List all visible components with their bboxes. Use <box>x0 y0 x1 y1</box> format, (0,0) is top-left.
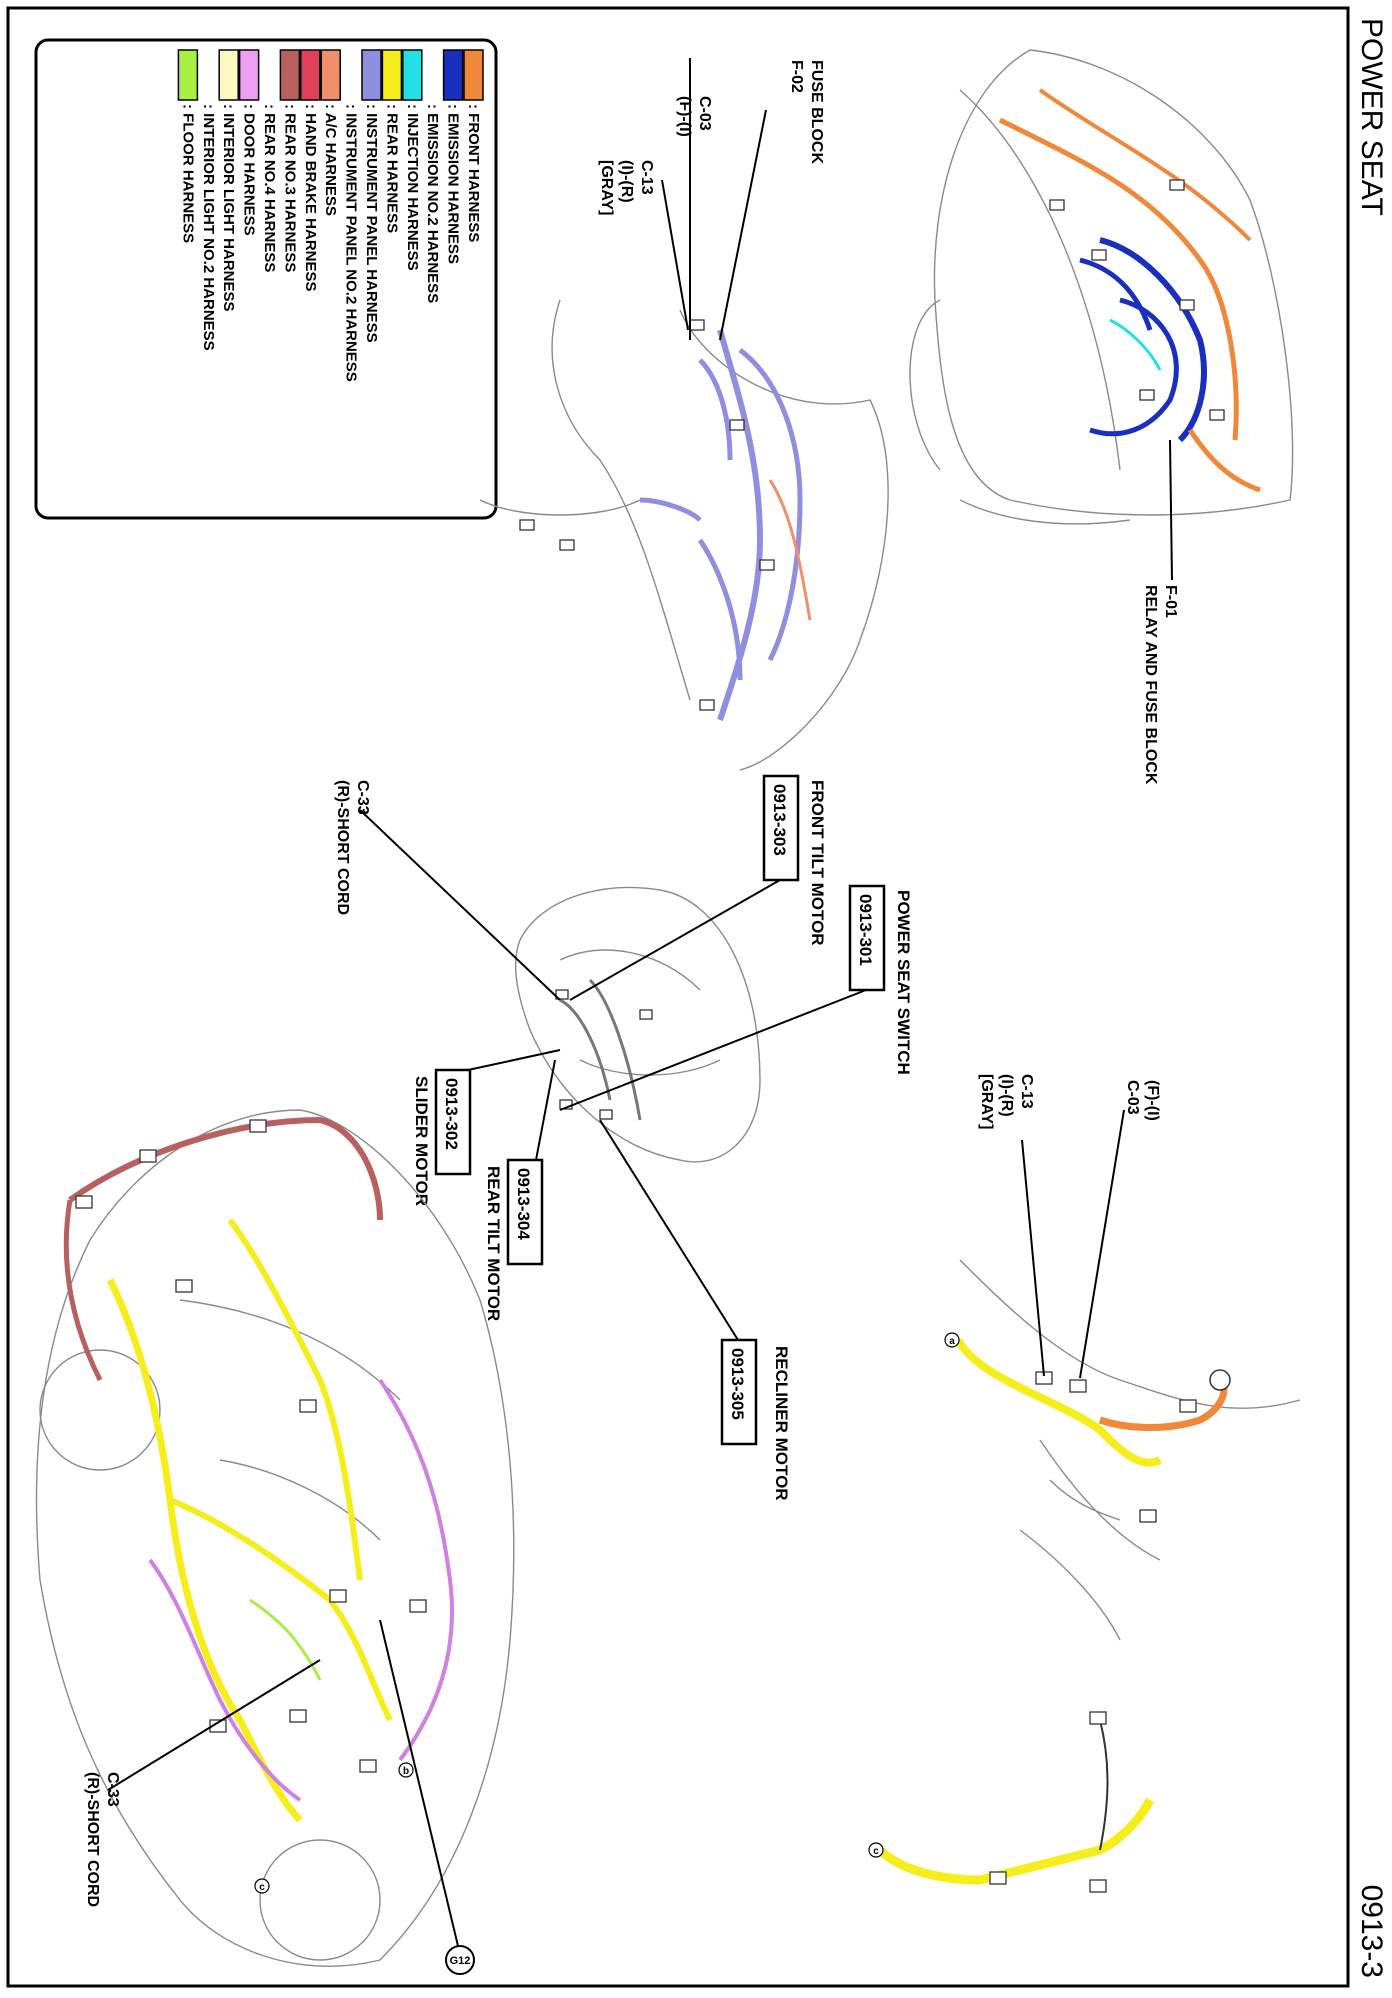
legend-label: : REAR HARNESS <box>383 104 400 233</box>
legend-label: : INTERIOR LIGHT NO.2 HARNESS <box>200 104 217 351</box>
code-power-seat-switch: 0913-301 <box>856 894 875 966</box>
code-box-front-tilt <box>762 774 800 882</box>
label-c13-color: [GRAY] <box>598 160 615 215</box>
label-short-cord-seat: (R)-SHORT CORD <box>334 780 351 915</box>
label-c33-vehicle: C-33 <box>104 1772 121 1807</box>
engine-compartment-view <box>909 49 1294 525</box>
instrument-panel-view <box>479 299 889 771</box>
label-front-tilt-motor: FRONT TILT MOTOR <box>808 780 827 946</box>
legend-swatch <box>177 49 199 101</box>
label-c03-sub: (F)-(I) <box>676 96 693 137</box>
label-c13: C-13 <box>638 160 655 195</box>
label-power-seat-switch: POWER SEAT SWITCH <box>894 890 913 1075</box>
marker-c-lower: c <box>873 1846 879 1857</box>
code-box-rear-tilt-motor <box>506 1158 544 1266</box>
harness-legend: : FRONT HARNESS: EMISSION HARNESS: EMISS… <box>34 38 498 520</box>
legend-swatch <box>442 49 464 101</box>
legend-label: : HAND BRAKE HARNESS <box>302 104 319 292</box>
label-c03-sub-right: (F)-(I) <box>1144 1080 1161 1121</box>
legend-label: : A/C HARNESS <box>322 104 339 216</box>
code-recliner-motor: 0913-305 <box>728 1348 747 1420</box>
label-c03-right: C-03 <box>1124 1080 1141 1115</box>
legend-label: : EMISSION HARNESS <box>445 104 462 264</box>
legend-swatch <box>218 49 239 101</box>
page-number: 0913-3 <box>1355 1885 1388 1978</box>
ground-symbol <box>445 1945 475 1975</box>
legend-label: : INJECTION HARNESS <box>404 104 421 271</box>
code-front-tilt-motor: 0913-303 <box>770 784 789 856</box>
marker-c-vehicle: c <box>259 1882 265 1893</box>
cowl-floor-view <box>876 1259 1301 1893</box>
legend-label: : FRONT HARNESS <box>465 104 482 242</box>
legend-label: : FLOOR HARNESS <box>179 104 196 243</box>
label-c13-right: C-13 <box>1018 1074 1035 1109</box>
legend-swatch <box>238 49 260 101</box>
label-f01: F-01 <box>1162 585 1179 618</box>
label-recliner-motor: RECLINER MOTOR <box>772 1346 791 1501</box>
legend-swatch <box>463 49 484 101</box>
label-c13-sub: (I)-(R) <box>618 160 635 203</box>
legend-label: : INSTRUMENT PANEL NO.2 HARNESS <box>343 104 360 382</box>
label-slider-motor: SLIDER MOTOR <box>412 1076 431 1206</box>
legend-swatch <box>402 49 423 101</box>
label-f02: F-02 <box>788 60 805 93</box>
vehicle-body-view <box>35 1109 515 1967</box>
marker-b-vehicle: b <box>403 1766 409 1777</box>
legend-label: : REAR NO.3 HARNESS <box>281 104 298 272</box>
legend-swatch <box>279 49 301 101</box>
label-c13-sub-right: (I)-(R) <box>998 1074 1015 1117</box>
page-title: POWER SEAT <box>1355 18 1388 216</box>
legend-swatch <box>320 49 341 101</box>
legend-label: : EMISSION NO.2 HARNESS <box>424 104 441 303</box>
code-rear-tilt-motor: 0913-304 <box>514 1168 533 1240</box>
legend-label: : DOOR HARNESS <box>241 104 258 236</box>
label-fuse-block: FUSE BLOCK <box>808 60 825 164</box>
legend-swatch <box>361 49 382 101</box>
ground-label: G12 <box>450 1955 471 1967</box>
label-relay-fuse-block: RELAY AND FUSE BLOCK <box>1142 585 1159 785</box>
label-c03: C-03 <box>696 96 713 131</box>
code-box-slider-motor <box>434 1068 472 1176</box>
code-box-power-seat-switch <box>848 884 886 992</box>
code-box-recliner-motor <box>720 1338 758 1446</box>
legend-swatch <box>381 49 403 101</box>
legend-label: : INTERIOR LIGHT HARNESS <box>220 104 237 312</box>
legend-swatch <box>300 49 321 101</box>
page-border <box>6 6 1350 1988</box>
label-c33-seat: C-33 <box>354 780 371 815</box>
power-seat-view <box>515 886 761 1163</box>
label-c13-color-right: [GRAY] <box>978 1074 995 1129</box>
label-short-cord-vehicle: (R)-SHORT CORD <box>84 1772 101 1907</box>
legend-label: : REAR NO.4 HARNESS <box>261 104 278 272</box>
marker-a-lower: a <box>949 1336 955 1347</box>
legend-label: : INSTRUMENT PANEL HARNESS <box>363 104 380 343</box>
code-slider-motor: 0913-302 <box>442 1078 461 1150</box>
label-rear-tilt-motor: REAR TILT MOTOR <box>484 1166 503 1321</box>
